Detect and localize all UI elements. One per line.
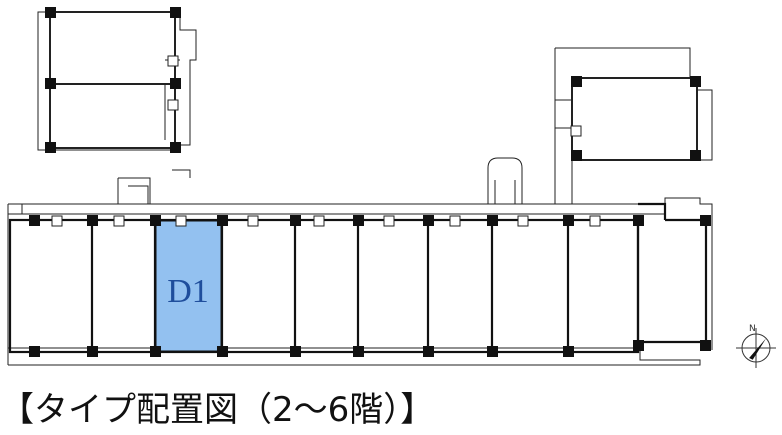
- column: [150, 346, 161, 357]
- column: [487, 346, 498, 357]
- corridor-window: [51, 215, 63, 227]
- floor-plan: D1: [7, 7, 776, 368]
- column: [571, 150, 582, 161]
- balcony-line: [8, 347, 701, 366]
- compass-north-label: N: [749, 324, 756, 334]
- column: [45, 7, 56, 18]
- column: [633, 340, 644, 351]
- type-layout-caption: 【タイプ配置図（2～6階）】: [0, 390, 435, 430]
- column: [690, 150, 701, 161]
- column: [45, 78, 56, 89]
- upper-left-room-bottom: [49, 83, 176, 149]
- corridor-window: [313, 215, 325, 227]
- main-building: [8, 218, 640, 354]
- column: [170, 7, 181, 18]
- upper-right-block: [571, 77, 698, 161]
- column: [353, 215, 364, 226]
- corridor-window: [247, 215, 259, 227]
- column: [29, 215, 40, 226]
- column: [487, 215, 498, 226]
- column: [563, 215, 574, 226]
- column: [217, 215, 228, 226]
- central-core: [487, 157, 523, 204]
- column: [290, 215, 301, 226]
- unit-d1-label: D1: [167, 273, 209, 310]
- corridor-window: [517, 215, 529, 227]
- corridor-window: [175, 215, 187, 227]
- column: [170, 78, 181, 89]
- column: [217, 346, 228, 357]
- upper-left-room-top: [49, 11, 176, 85]
- corridor-window: [449, 215, 461, 227]
- upper-right-outer: [555, 47, 691, 78]
- corridor-window: [113, 215, 125, 227]
- compass-icon: N: [736, 324, 776, 368]
- column: [353, 346, 364, 357]
- column: [150, 215, 161, 226]
- upper-left-block-outline: [37, 11, 197, 151]
- column: [290, 346, 301, 357]
- column: [423, 215, 434, 226]
- corridor-window: [383, 215, 395, 227]
- column: [700, 215, 711, 226]
- column: [87, 346, 98, 357]
- column: [29, 346, 40, 357]
- column: [571, 76, 582, 87]
- unit-d1-highlight[interactable]: [155, 220, 222, 352]
- column: [700, 340, 711, 351]
- column: [87, 215, 98, 226]
- corridor-window: [589, 215, 601, 227]
- column: [633, 215, 644, 226]
- column: [423, 346, 434, 357]
- column: [170, 142, 181, 153]
- column: [563, 346, 574, 357]
- column: [45, 142, 56, 153]
- connector-left: [117, 177, 151, 204]
- column: [690, 76, 701, 87]
